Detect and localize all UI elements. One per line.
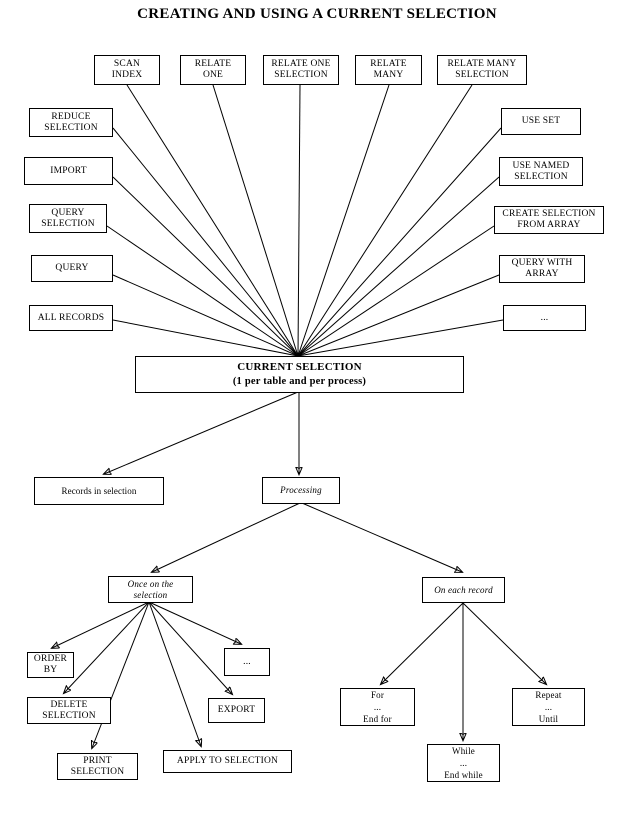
node-once-on-the-selection[interactable]: Once on the selection <box>108 576 193 603</box>
node-while-loop-line-2: ... <box>459 757 468 768</box>
node-relate-many-line-2: MANY <box>373 70 404 80</box>
node-order-by[interactable]: ORDER BY <box>27 652 74 678</box>
node-repeat-loop-line-3: Until <box>538 714 559 725</box>
node-records-in-selection[interactable]: Records in selection <box>34 477 164 505</box>
node-use-set[interactable]: USE SET <box>501 108 581 135</box>
node-ellipsis-once-label: ... <box>243 656 251 667</box>
node-relate-many-selection-line-1: RELATE MANY <box>447 59 517 70</box>
node-create-selection-from-array-line-1: CREATE SELECTION <box>502 209 596 220</box>
node-while-loop-line-3: End while <box>444 770 483 781</box>
node-repeat-loop-line-1: Repeat <box>535 689 562 700</box>
wires-center-to-outputs <box>104 391 299 474</box>
node-relate-one-selection-line-2: SELECTION <box>274 70 328 80</box>
node-current-selection[interactable]: CURRENT SELECTION (1 per table and per p… <box>135 356 464 393</box>
node-use-named-selection-line-2: SELECTION <box>514 171 568 182</box>
node-relate-many[interactable]: RELATE MANY <box>355 55 422 85</box>
node-apply-to-selection-label: APPLY TO SELECTION <box>176 756 279 767</box>
node-for-loop[interactable]: For ... End for <box>340 688 415 726</box>
node-relate-many-selection[interactable]: RELATE MANY SELECTION <box>437 55 527 85</box>
node-import-label: IMPORT <box>50 165 87 176</box>
node-repeat-loop[interactable]: Repeat ... Until <box>512 688 585 726</box>
node-export-label: EXPORT <box>217 705 256 716</box>
node-order-by-line-2: BY <box>43 665 58 675</box>
node-delete-selection-line-1: DELETE <box>50 699 88 710</box>
node-relate-many-line-1: RELATE <box>370 59 407 70</box>
wires-right-to-center <box>297 127 504 357</box>
node-reduce-selection[interactable]: REDUCE SELECTION <box>29 108 113 137</box>
node-print-selection[interactable]: PRINT SELECTION <box>57 753 138 780</box>
node-apply-to-selection[interactable]: APPLY TO SELECTION <box>163 750 292 773</box>
node-processing[interactable]: Processing <box>262 477 340 504</box>
node-for-loop-line-1: For <box>370 689 385 700</box>
node-relate-one-line-1: RELATE <box>194 59 232 70</box>
wires-each-record-to-actions <box>381 602 546 740</box>
node-ellipsis-once[interactable]: ... <box>224 648 270 676</box>
node-import[interactable]: IMPORT <box>24 157 113 185</box>
node-delete-selection-line-2: SELECTION <box>42 710 96 721</box>
node-use-set-label: USE SET <box>521 116 561 127</box>
node-query-selection-line-2: SELECTION <box>41 218 95 229</box>
node-query-with-array[interactable]: QUERY WITH ARRAY <box>499 255 585 283</box>
node-reduce-selection-line-2: SELECTION <box>44 122 98 133</box>
wires-processing-to-branches <box>152 502 462 572</box>
node-query[interactable]: QUERY <box>31 255 113 282</box>
node-query-with-array-line-2: ARRAY <box>525 269 559 279</box>
node-scan-index-line-1: SCAN <box>113 59 141 70</box>
node-relate-one[interactable]: RELATE ONE <box>180 55 246 85</box>
node-scan-index-line-2: INDEX <box>111 70 143 80</box>
node-while-loop-line-1: While <box>452 745 475 756</box>
node-reduce-selection-line-1: REDUCE <box>51 111 91 122</box>
node-once-on-the-selection-line-1: Once on the <box>127 579 174 590</box>
node-create-selection-from-array-line-2: FROM ARRAY <box>517 220 581 230</box>
node-create-selection-from-array[interactable]: CREATE SELECTION FROM ARRAY <box>494 206 604 234</box>
node-use-named-selection-line-1: USE NAMED <box>512 160 570 171</box>
node-use-named-selection[interactable]: USE NAMED SELECTION <box>499 157 583 186</box>
node-on-each-record-label: On each record <box>434 584 493 595</box>
wires-top-to-center <box>126 84 473 357</box>
node-print-selection-line-1: PRINT <box>83 755 112 766</box>
node-scan-index[interactable]: SCAN INDEX <box>94 55 160 85</box>
node-query-selection-line-1: QUERY <box>51 207 85 218</box>
wires-left-to-center <box>106 127 299 357</box>
node-relate-many-selection-line-2: SELECTION <box>455 70 509 80</box>
node-export[interactable]: EXPORT <box>208 698 265 723</box>
node-ellipsis-right[interactable]: ... <box>503 305 586 331</box>
node-order-by-line-1: ORDER <box>33 654 68 665</box>
node-relate-one-line-2: ONE <box>202 70 224 80</box>
node-all-records-label: ALL RECORDS <box>37 312 105 323</box>
node-once-on-the-selection-line-2: selection <box>133 589 168 600</box>
node-query-with-array-line-1: QUERY WITH <box>511 258 573 269</box>
node-ellipsis-right-label: ... <box>540 312 549 323</box>
node-records-in-selection-label: Records in selection <box>61 485 137 496</box>
node-all-records[interactable]: ALL RECORDS <box>29 305 113 331</box>
node-current-selection-title: CURRENT SELECTION <box>237 360 362 373</box>
page-title: CREATING AND USING A CURRENT SELECTION <box>137 6 497 22</box>
node-on-each-record[interactable]: On each record <box>422 577 505 603</box>
node-current-selection-subtitle: (1 per table and per process) <box>232 375 367 387</box>
node-for-loop-line-3: End for <box>363 714 392 725</box>
node-relate-one-selection[interactable]: RELATE ONE SELECTION <box>263 55 339 85</box>
node-print-selection-line-2: SELECTION <box>70 766 125 777</box>
node-repeat-loop-line-2: ... <box>544 701 553 712</box>
node-query-label: QUERY <box>55 263 89 274</box>
wires-once-to-actions <box>52 601 241 748</box>
node-query-selection[interactable]: QUERY SELECTION <box>29 204 107 233</box>
node-processing-label: Processing <box>280 485 322 496</box>
node-relate-one-selection-line-1: RELATE ONE <box>271 59 331 70</box>
node-for-loop-line-2: ... <box>373 701 382 712</box>
node-delete-selection[interactable]: DELETE SELECTION <box>27 697 111 724</box>
node-while-loop[interactable]: While ... End while <box>427 744 500 782</box>
